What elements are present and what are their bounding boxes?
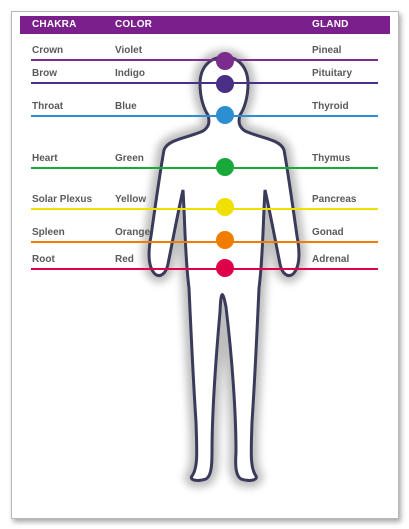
chakra-color: Red <box>115 254 134 265</box>
chakra-dot <box>216 106 234 124</box>
chakra-color: Violet <box>115 45 143 56</box>
chakra-name: Brow <box>32 68 57 79</box>
chakra-row-crown: Crown Violet Pineal <box>12 45 398 59</box>
header-gland: GLAND <box>312 19 349 30</box>
chakra-name: Root <box>32 254 55 265</box>
chakra-name: Solar Plexus <box>32 194 93 205</box>
chakra-gland: Thymus <box>312 153 351 164</box>
chakra-row-spleen: Spleen Orange Gonad <box>12 227 398 241</box>
chakra-gland: Pancreas <box>312 194 357 205</box>
header-chakra: CHAKRA <box>32 19 77 30</box>
chakra-name: Heart <box>32 153 58 164</box>
chakra-dot <box>216 75 234 93</box>
chakra-dot <box>216 231 234 249</box>
human-body-figure <box>31 49 378 488</box>
chakra-gland: Adrenal <box>312 254 350 265</box>
chakra-color: Blue <box>115 101 137 112</box>
chakra-dot <box>216 52 234 70</box>
chakra-name: Throat <box>32 101 64 112</box>
table-header: CHAKRA COLOR GLAND <box>20 16 390 34</box>
chakra-color: Yellow <box>115 194 147 205</box>
chakra-name: Crown <box>32 45 64 56</box>
chakra-gland: Pineal <box>312 45 342 56</box>
chakra-dot <box>216 198 234 216</box>
chakra-row-root: Root Red Adrenal <box>12 254 398 268</box>
chakra-gland: Gonad <box>312 227 344 238</box>
header-color: COLOR <box>115 19 153 30</box>
chakra-gland: Pituitary <box>312 68 353 79</box>
chakra-name: Spleen <box>32 227 65 238</box>
chakra-color: Orange <box>115 227 151 238</box>
chakra-row-heart: Heart Green Thymus <box>12 153 398 167</box>
chakra-dot <box>216 158 234 176</box>
chakra-gland: Thyroid <box>312 101 349 112</box>
chakra-row-throat: Throat Blue Thyroid <box>12 101 398 115</box>
chakra-row-brow: Brow Indigo Pituitary <box>12 68 398 82</box>
chakra-dot <box>216 259 234 277</box>
chakra-row-solar-plexus: Solar Plexus Yellow Pancreas <box>12 194 398 208</box>
chakra-color: Indigo <box>115 68 145 79</box>
chakra-color: Green <box>115 153 144 164</box>
